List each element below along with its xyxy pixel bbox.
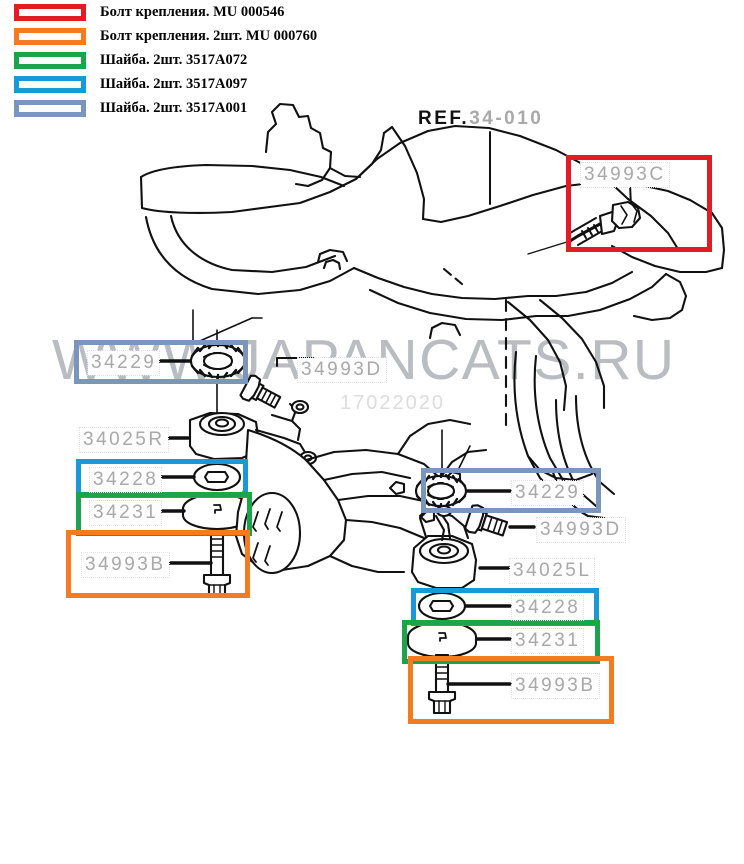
reference-callout: REF.34-010 bbox=[418, 108, 543, 130]
callout-right-34228: 34228 bbox=[510, 595, 585, 621]
legend-label-cyan: Шайба. 2шт. 3517A097 bbox=[100, 75, 248, 92]
reference-prefix: REF. bbox=[418, 108, 470, 129]
callout-34025l: 34025L bbox=[508, 558, 596, 584]
legend: Болт крепления. MU 000546 Болт крепления… bbox=[0, 0, 470, 120]
legend-swatch-cyan bbox=[14, 75, 86, 93]
highlight-box-red-34993c bbox=[566, 155, 712, 252]
legend-item: Болт крепления. MU 000546 bbox=[0, 0, 470, 24]
reference-code: 34-010 bbox=[469, 108, 544, 129]
callout-left-34993d: 34993D bbox=[297, 357, 387, 383]
legend-label-slate: Шайба. 2шт. 3517A001 bbox=[100, 99, 248, 116]
callout-left-34993b: 34993B bbox=[81, 552, 170, 578]
highlight-box-slate-right-34229 bbox=[421, 468, 601, 513]
highlight-box-slate-left-34229 bbox=[74, 340, 248, 384]
legend-swatch-green bbox=[14, 51, 86, 69]
legend-label-green: Шайба. 2шт. 3517A072 bbox=[100, 51, 248, 68]
legend-swatch-red bbox=[14, 3, 86, 21]
legend-label-orange: Болт крепления. 2шт. MU 000760 bbox=[100, 27, 318, 44]
legend-item: Шайба. 2шт. 3517A001 bbox=[0, 96, 470, 120]
callout-34993c: 34993C bbox=[580, 162, 670, 188]
callout-right-34993b: 34993B bbox=[511, 673, 600, 699]
callout-right-34231: 34231 bbox=[510, 628, 585, 654]
legend-item: Шайба. 2шт. 3517A072 bbox=[0, 48, 470, 72]
legend-item: Болт крепления. 2шт. MU 000760 bbox=[0, 24, 470, 48]
callout-34025r: 34025R bbox=[79, 427, 169, 453]
callout-left-34229: 34229 bbox=[86, 350, 161, 376]
callout-left-34228: 34228 bbox=[88, 467, 163, 493]
highlight-box-green-right-34231 bbox=[402, 620, 600, 664]
legend-label-red: Болт крепления. MU 000546 bbox=[100, 3, 285, 20]
legend-item: Шайба. 2шт. 3517A097 bbox=[0, 72, 470, 96]
legend-swatch-slate bbox=[14, 99, 86, 117]
callout-right-34229: 34229 bbox=[510, 480, 585, 506]
callout-right-34993d: 34993D bbox=[536, 517, 626, 543]
legend-swatch-orange bbox=[14, 27, 86, 45]
callout-left-34231: 34231 bbox=[88, 500, 163, 526]
highlight-box-orange-right-34993b bbox=[408, 656, 614, 724]
highlight-box-orange-left-34993b bbox=[66, 530, 250, 598]
